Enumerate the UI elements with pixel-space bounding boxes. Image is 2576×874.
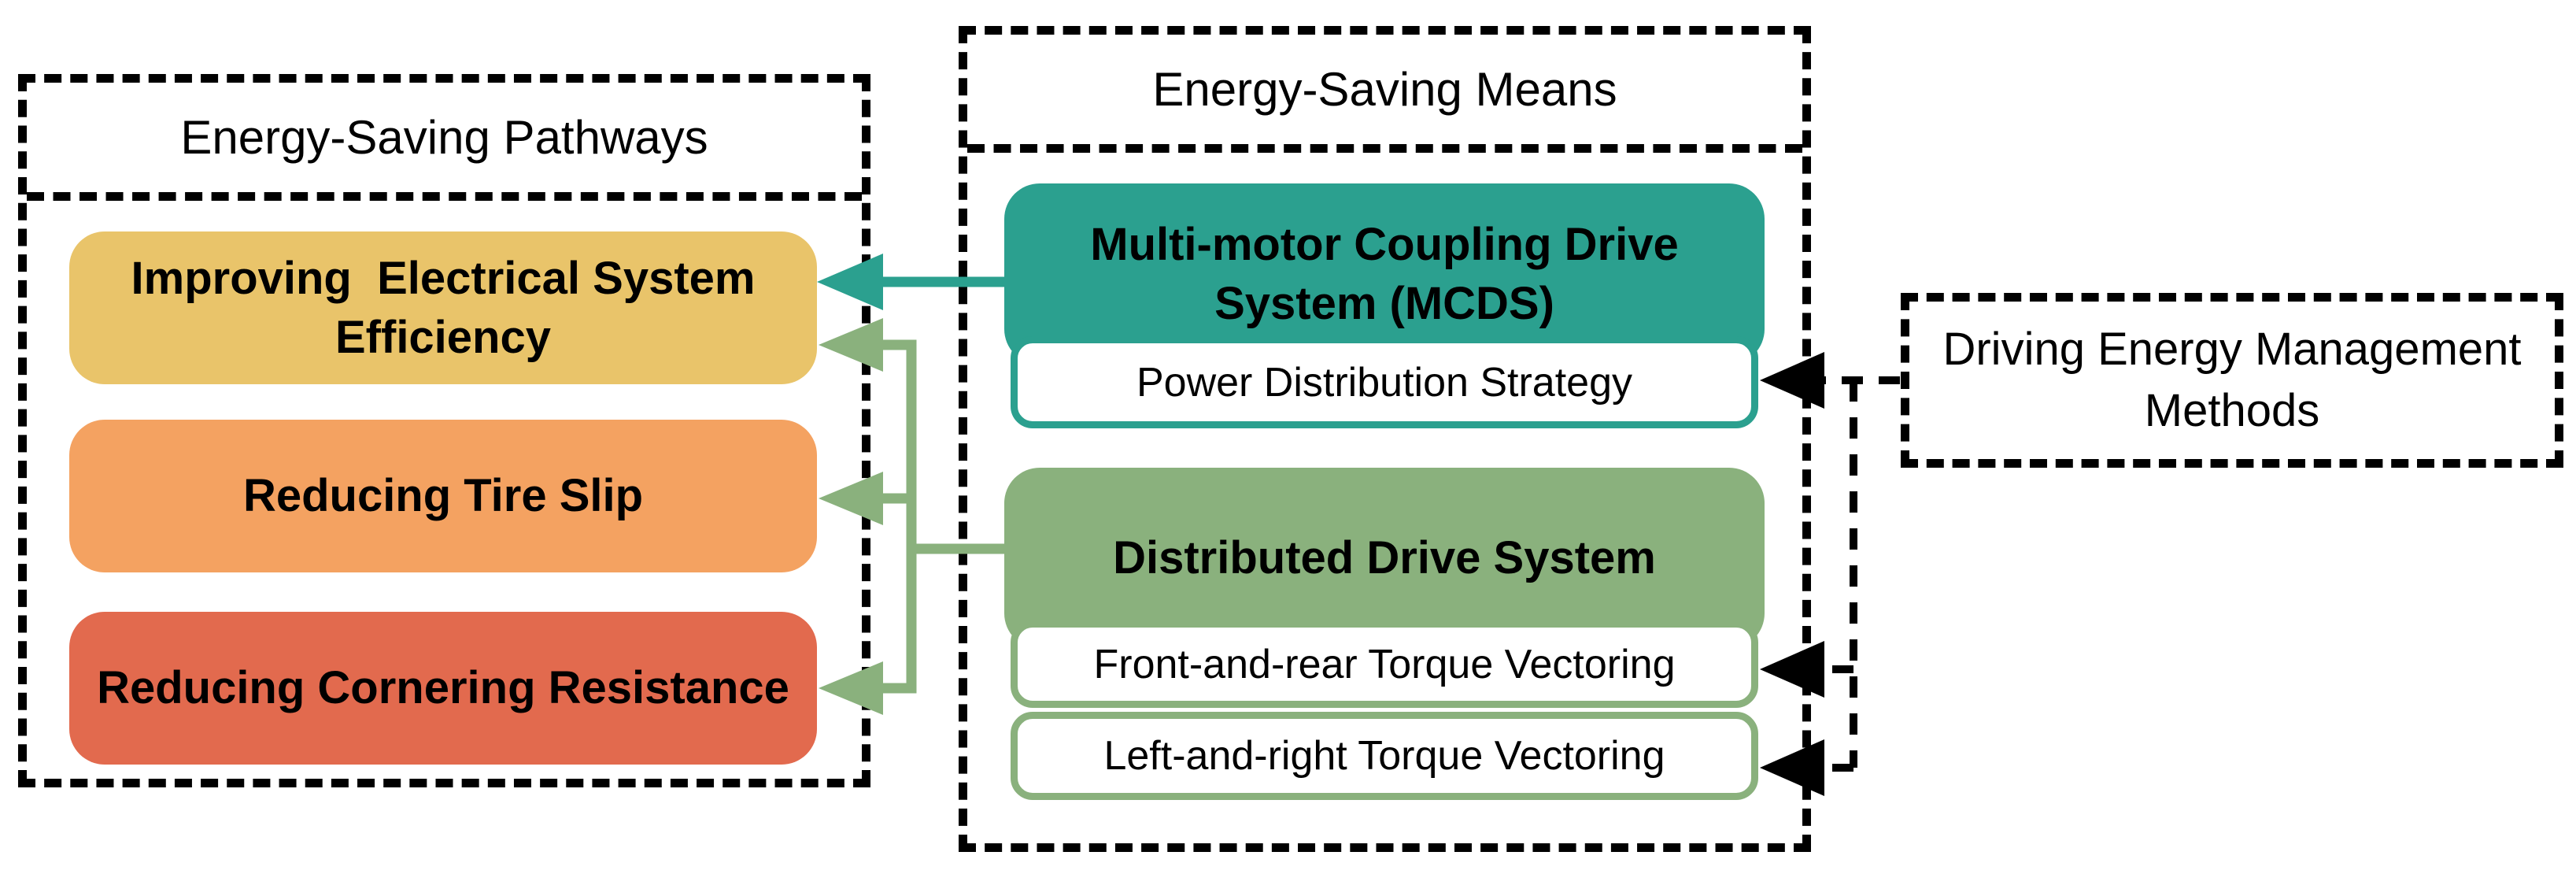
pathway-improving-electrical-efficiency: Improving Electrical System Efficiency [69,231,817,384]
front-and-rear-torque-vectoring-box: Front-and-rear Torque Vectoring [1011,620,1758,708]
means-title-compartment: Energy-Saving Means [967,35,1802,153]
pathways-title-compartment: Energy-Saving Pathways [27,83,862,201]
means-title: Energy-Saving Means [1152,63,1617,116]
power-distribution-strategy-box: Power Distribution Strategy [1011,336,1758,428]
left-and-right-torque-vectoring-box: Left-and-right Torque Vectoring [1011,712,1758,800]
distributed-drive-system-box: Distributed Drive System [1004,468,1765,649]
pathway-reducing-tire-slip: Reducing Tire Slip [69,420,817,572]
pathway-reducing-cornering-resistance: Reducing Cornering Resistance [69,612,817,765]
dashed-connector-lines [1824,376,1900,772]
mcds-box: Multi-motor Coupling Drive System (MCDS) [1004,183,1765,365]
pathways-panel: Energy-Saving Pathways [18,74,870,787]
management-methods-box: Driving Energy Management Methods [1901,293,2563,468]
pathways-title: Energy-Saving Pathways [180,111,708,164]
